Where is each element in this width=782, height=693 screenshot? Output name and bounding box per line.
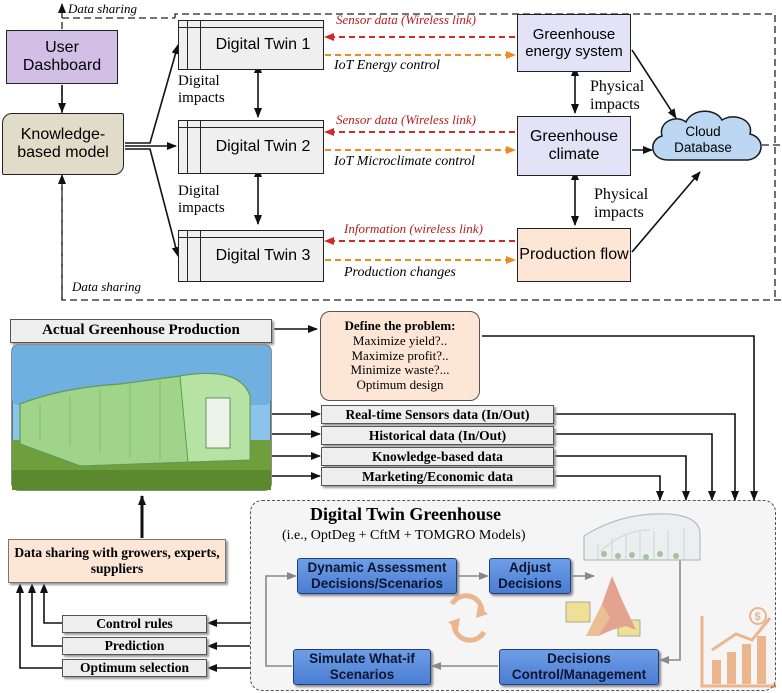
physical-impacts-label-1: Physical impacts <box>590 78 645 114</box>
digital-twin-1-label: Digital Twin 1 <box>215 35 311 53</box>
digital-impacts-label-2: Digital impacts <box>178 183 225 217</box>
prediction-row: Prediction <box>62 637 207 655</box>
cloud-database-label: Cloud Database <box>674 124 732 155</box>
simulate-scenarios-button[interactable]: Simulate What-if Scenarios <box>293 649 431 685</box>
decisions-control-button[interactable]: Decisions Control/Management <box>499 649 659 685</box>
adjust-decisions-label: Adjust Decisions <box>498 560 562 591</box>
digital-twin-2-box: Digital Twin 2 <box>178 120 324 174</box>
data-row-knowledge: Knowledge-based data <box>321 447 554 466</box>
production-flow-label: Production flow <box>519 245 629 263</box>
data-row-label: Real-time Sensors data (In/Out) <box>345 406 530 422</box>
iot-microclimate-label: IoT Microclimate control <box>334 154 476 169</box>
digital-twin-3-label: Digital Twin 3 <box>215 246 311 264</box>
simulate-scenarios-label: Simulate What-if Scenarios <box>309 651 415 682</box>
greenhouse-photo <box>11 344 272 491</box>
dynamic-assessment-button[interactable]: Dynamic Assessment Decisions/Scenarios <box>297 558 457 594</box>
digital-impacts-label-1: Digital impacts <box>178 73 225 107</box>
user-dashboard-box: User Dashboard <box>6 30 118 84</box>
sensor-data-label-1: Sensor data (Wireless link) <box>336 12 476 27</box>
dt-panel-subtitle: (i.e., OptDeg + CftM + TOMGRO Models) <box>282 528 526 543</box>
problem-item-profit: Maximize profit?.. <box>351 347 449 363</box>
define-problem-box: Define the problem: Maximize yield?.. Ma… <box>320 311 480 401</box>
dt-panel-title: Digital Twin Greenhouse <box>310 504 502 524</box>
sensor-data-label-2: Sensor data (Wireless link) <box>336 112 476 127</box>
define-problem-title: Define the problem: <box>344 317 456 333</box>
actual-production-label: Actual Greenhouse Production <box>42 322 240 339</box>
output-label: Prediction <box>104 638 165 654</box>
data-row-label: Historical data (In/Out) <box>368 427 507 443</box>
decisions-control-label: Decisions Control/Management <box>511 651 647 682</box>
knowledge-model-label: Knowledge-based model <box>17 125 109 161</box>
information-label: Information (wireless link) <box>344 221 483 236</box>
data-sharing-growers-box: Data sharing with growers, experts, supp… <box>8 539 226 583</box>
adjust-decisions-button[interactable]: Adjust Decisions <box>489 558 571 594</box>
energy-system-label: Greenhouse energy system <box>525 25 623 60</box>
digital-twin-2-label: Digital Twin 2 <box>215 137 311 155</box>
output-label: Control rules <box>96 616 173 632</box>
data-row-realtime: Real-time Sensors data (In/Out) <box>321 405 554 424</box>
data-row-label: Knowledge-based data <box>372 448 503 464</box>
problem-item-design: Optimum design <box>356 377 444 393</box>
data-row-historical: Historical data (In/Out) <box>321 426 554 445</box>
greenhouse-climate-label: Greenhouse climate <box>529 127 619 163</box>
data-row-marketing: Marketing/Economic data <box>321 467 554 486</box>
data-sharing-growers-label: Data sharing with growers, experts, supp… <box>14 545 220 576</box>
data-sharing-label-top: Data sharing <box>68 1 137 16</box>
output-label: Optimum selection <box>79 660 190 676</box>
energy-system-box: Greenhouse energy system <box>517 14 631 72</box>
knowledge-model-box: Knowledge-based model <box>2 113 124 175</box>
dynamic-assessment-label: Dynamic Assessment Decisions/Scenarios <box>307 560 447 591</box>
problem-item-yield: Maximize yield?.. <box>352 332 448 348</box>
greenhouse-climate-box: Greenhouse climate <box>517 116 631 176</box>
iot-energy-label: IoT Energy control <box>334 58 441 73</box>
cloud-shape <box>652 110 762 161</box>
optimum-selection-row: Optimum selection <box>62 659 207 677</box>
production-changes-label: Production changes <box>344 265 456 280</box>
digital-twin-3-box: Digital Twin 3 <box>178 230 324 282</box>
data-sharing-label-bottom: Data sharing <box>72 279 141 294</box>
data-row-label: Marketing/Economic data <box>361 468 514 484</box>
digital-twin-1-box: Digital Twin 1 <box>178 20 324 70</box>
problem-item-waste: Minimize waste?... <box>350 362 450 378</box>
control-rules-row: Control rules <box>62 615 207 633</box>
physical-impacts-label-2: Physical impacts <box>594 186 649 222</box>
production-flow-box: Production flow <box>517 228 631 282</box>
actual-production-box: Actual Greenhouse Production <box>10 319 272 343</box>
user-dashboard-label: User Dashboard <box>22 38 102 74</box>
